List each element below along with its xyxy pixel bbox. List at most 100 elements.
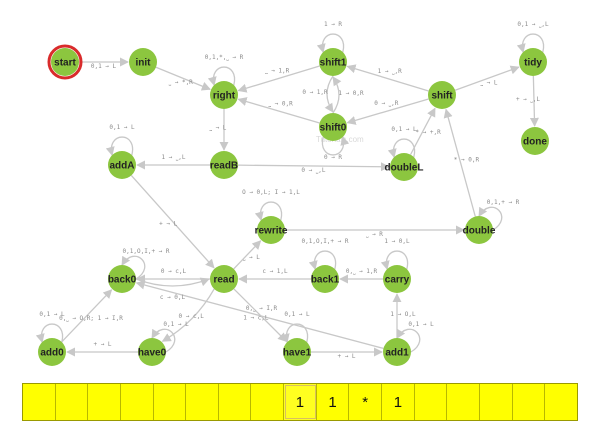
- state-right[interactable]: right: [210, 81, 238, 109]
- transition-label: 0,1 → L: [163, 321, 189, 328]
- state-label: carry: [385, 275, 410, 286]
- transition-label: 1 → R: [324, 21, 342, 28]
- transition-label: 0 → c,L: [161, 268, 187, 275]
- transition-label: 0,1,O,I,+ → R: [302, 238, 349, 245]
- state-init[interactable]: init: [129, 48, 157, 76]
- transition-label: 0,1 → L: [284, 311, 310, 318]
- state-node: [129, 48, 157, 76]
- transition-label: + → L: [93, 341, 111, 348]
- state-start[interactable]: start: [47, 44, 83, 80]
- transition-arrow: [35, 323, 64, 344]
- transition-label: + → L: [159, 221, 177, 228]
- transition-label: 0,1 → L: [109, 124, 135, 131]
- tape-cell: [545, 384, 577, 420]
- tape-cell-head: 1: [284, 384, 317, 420]
- tape-cell: [56, 384, 89, 420]
- state-carry[interactable]: carry: [383, 265, 411, 293]
- state-doubleL[interactable]: doubleL: [385, 153, 424, 181]
- state-label: shift1: [320, 58, 347, 69]
- state-label: doubleL: [385, 163, 424, 174]
- transition-arrow: [443, 108, 476, 217]
- transition-label: 0 → R: [324, 154, 342, 161]
- transition-label: ⎵ → 0,R: [269, 100, 293, 107]
- transition-label: 0,⎵ → 1,R: [346, 268, 378, 275]
- transition-arrow: [346, 98, 429, 125]
- state-node: [108, 265, 136, 293]
- state-readB[interactable]: readB: [210, 151, 238, 179]
- state-back0[interactable]: back0: [108, 265, 137, 293]
- transition-arrow: [316, 33, 345, 54]
- state-label: init: [136, 58, 152, 69]
- state-node: [390, 153, 418, 181]
- transition-arrow: [105, 136, 134, 157]
- transition-arrow: [155, 66, 211, 91]
- transition-label: + → L: [337, 353, 355, 360]
- transition-label: 0,⎵ → I,R: [246, 305, 278, 312]
- transition-arrow: [151, 328, 176, 353]
- state-label: back1: [311, 275, 340, 286]
- transition-label: 0,1 → L: [408, 321, 434, 328]
- transition-label: 0,1 → ⎵,L: [517, 21, 549, 28]
- tape-cell: [251, 384, 285, 420]
- state-label: rewrite: [255, 226, 288, 237]
- transition-label: ⎵ → L: [243, 254, 260, 261]
- state-label: read: [213, 275, 234, 286]
- initial-state-ring: [47, 44, 83, 80]
- state-node: [51, 48, 79, 76]
- transition-label: 1 → ⎵,R: [378, 68, 402, 75]
- transition-label: 1 → O,L: [390, 311, 416, 318]
- state-node: [283, 338, 311, 366]
- state-done[interactable]: done: [521, 127, 549, 155]
- state-node: [210, 81, 238, 109]
- state-label: back0: [108, 275, 137, 286]
- transition-arrow: [130, 174, 215, 269]
- transition-arrow: [135, 277, 210, 287]
- state-rewrite[interactable]: rewrite: [255, 216, 288, 244]
- tape-cell: [219, 384, 252, 420]
- state-shift[interactable]: shift: [428, 81, 456, 109]
- tape-cell: 1: [382, 384, 415, 420]
- state-label: have0: [138, 348, 167, 359]
- transition-arrow: [478, 206, 503, 231]
- transition-label: 0 → 1,R: [302, 89, 328, 96]
- state-tidy[interactable]: tidy: [519, 48, 547, 76]
- tape-cell: [480, 384, 513, 420]
- transition-label: ⎵ → *,R: [169, 79, 193, 86]
- transition-arrow: [121, 255, 146, 280]
- tape-cell: [186, 384, 219, 420]
- state-node: [383, 265, 411, 293]
- state-addA[interactable]: addA: [108, 151, 136, 179]
- state-add0[interactable]: add0: [38, 338, 66, 366]
- state-back1[interactable]: back1: [311, 265, 340, 293]
- transition-arrow: [135, 280, 384, 350]
- state-label: add1: [385, 348, 409, 359]
- transition-label: 1 → ⎵,L: [161, 154, 185, 161]
- transition-label: 0,1 → L: [91, 63, 117, 70]
- tape-cell: [513, 384, 546, 420]
- tape-cell: [447, 384, 480, 420]
- transition-arrow: [237, 97, 320, 124]
- transition-label: 0 → ⎵,R: [374, 100, 398, 107]
- state-node: [210, 151, 238, 179]
- state-node: [210, 265, 238, 293]
- state-double[interactable]: double: [463, 216, 496, 244]
- transition-arrow: [237, 65, 320, 93]
- transition-arrow: [280, 323, 309, 344]
- state-diagram: Tutorials.com 0,1 → L⎵ → *,R0,1,*,⎵ → R⎵…: [35, 21, 549, 366]
- state-node: [108, 151, 136, 179]
- state-shift1[interactable]: shift1: [319, 48, 347, 76]
- transition-arrow: [254, 201, 283, 222]
- state-node: [383, 338, 411, 366]
- transition-label: 0 → ⎵,L: [301, 167, 325, 174]
- state-have1[interactable]: have1: [283, 338, 312, 366]
- state-add1[interactable]: add1: [383, 338, 411, 366]
- state-read[interactable]: read: [210, 265, 238, 293]
- state-label: double: [463, 226, 496, 237]
- state-label: readB: [210, 161, 238, 172]
- state-shift0[interactable]: shift0: [319, 113, 347, 141]
- state-node: [138, 338, 166, 366]
- state-have0[interactable]: have0: [138, 338, 167, 366]
- state-node: [319, 48, 347, 76]
- tape-cell: [121, 384, 154, 420]
- state-label: addA: [110, 161, 135, 172]
